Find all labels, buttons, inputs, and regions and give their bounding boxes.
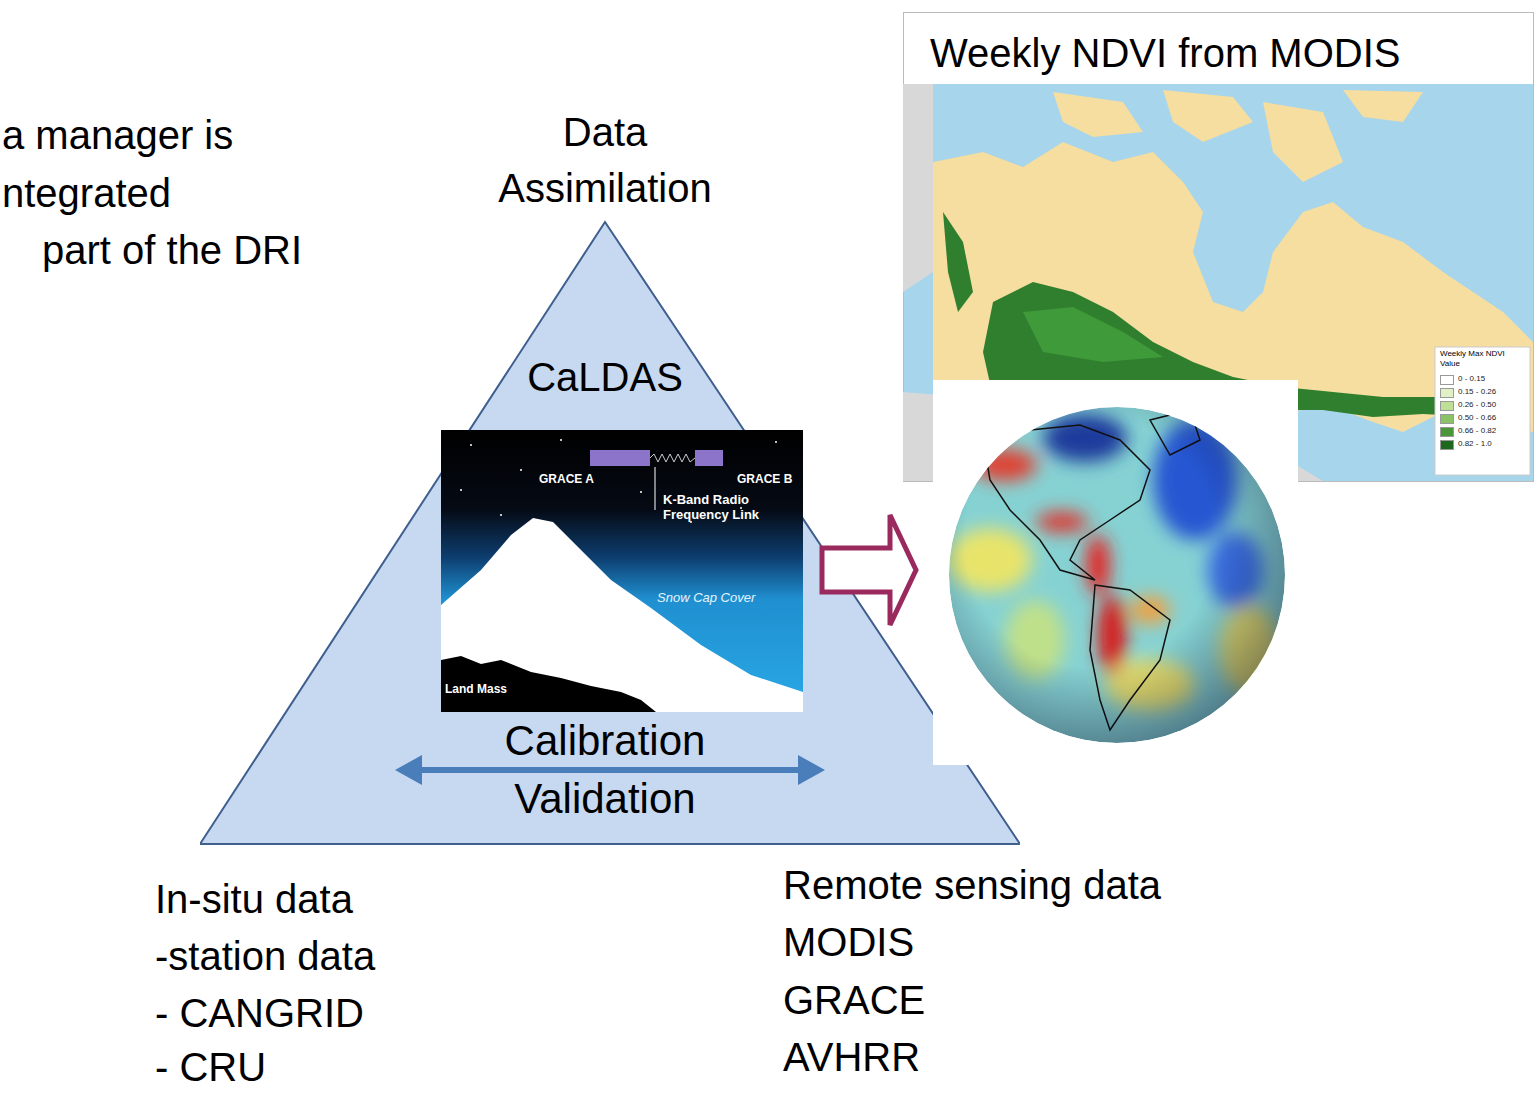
legend-swatch (1440, 414, 1454, 424)
ndvi-map (903, 12, 1534, 482)
assimilation-triangle-node: Data AssimilationCaLDAS Calibration Valid… (200, 100, 1020, 845)
gravity-globe (948, 407, 1285, 743)
legend-swatch (1440, 427, 1454, 437)
source-item: AVHRR (783, 1036, 920, 1078)
legend-swatch (1440, 401, 1454, 411)
map-title: Weekly NDVI from MODIS (930, 28, 1520, 78)
legend-text: 0.15 - 0.26 (1458, 387, 1496, 397)
region-label: Snow Cap Cover (657, 590, 787, 605)
satellite-name: GRACE B (737, 472, 801, 486)
region-label: Land Mass (445, 682, 535, 696)
map-panel: Weekly NDVI from MODIS (903, 12, 1534, 482)
link-label: K-Band Radio Frequency Link (663, 492, 795, 522)
note-text: part of the DRI (42, 229, 302, 271)
arrow-head (798, 755, 825, 785)
satellite-name: GRACE A (539, 472, 609, 486)
legend-swatch (1440, 440, 1454, 450)
process-label: Calibration Validation (465, 712, 745, 828)
legend-text: 0.50 - 0.66 (1458, 413, 1496, 423)
source-heading: In-situ data (155, 878, 353, 920)
source-item: MODIS (783, 921, 914, 963)
source-heading: Remote sensing data (783, 864, 1161, 906)
arrow-shaft (414, 767, 806, 773)
note-text: a manager is (2, 114, 233, 156)
transfer-arrow (822, 515, 916, 625)
source-item: GRACE (783, 979, 925, 1021)
source-item: -station data (155, 935, 375, 977)
note-text: ntegrated (2, 172, 171, 214)
system-name: CaLDAS (485, 352, 725, 402)
source-item: - CRU (155, 1046, 266, 1088)
legend-swatch (1440, 388, 1454, 398)
legend-text: 0.66 - 0.82 (1458, 426, 1496, 436)
source-item: - CANGRID (155, 992, 364, 1034)
arrow-head (395, 755, 422, 785)
legend-title: Weekly Max NDVI Value (1440, 349, 1525, 369)
legend-text: 0.26 - 0.50 (1458, 400, 1496, 410)
legend-text: 0.82 - 1.0 (1458, 439, 1492, 449)
grace-picture: GRACE A GRACE B K-Band Radio Frequency Lin… (441, 430, 803, 712)
vertex-label: Data Assimilation (475, 104, 735, 216)
legend-text: 0 - 0.15 (1458, 374, 1485, 384)
globe-panel (933, 380, 1298, 765)
legend-swatch (1440, 375, 1454, 385)
